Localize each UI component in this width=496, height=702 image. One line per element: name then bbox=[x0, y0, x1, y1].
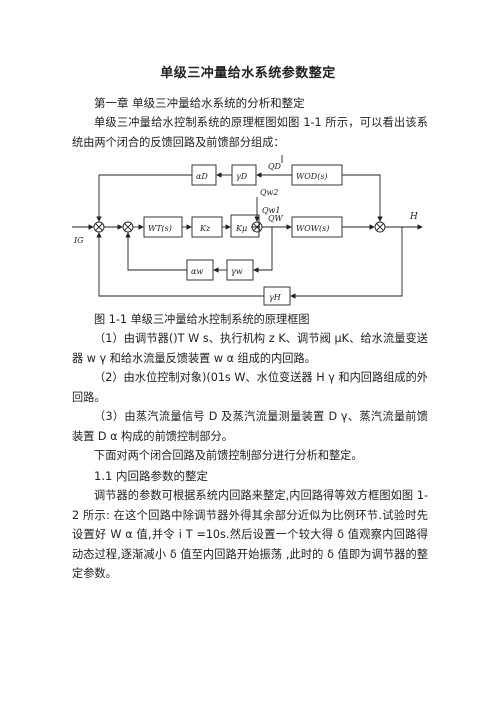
list-item-2: （2）由水位控制对象)(01s W、水位变送器 H γ 和内回路组成的外回路。 bbox=[72, 371, 428, 404]
signal-h: H bbox=[409, 212, 418, 222]
section-heading: 1.1 内回路参数的整定 bbox=[94, 469, 208, 483]
intro-paragraph: 单级三冲量给水控制系统的原理框图如图 1-1 所示，可以看出该系统由两个闭合的反… bbox=[72, 116, 428, 149]
label-alpha-d: αD bbox=[196, 172, 208, 181]
label-alpha-w: αw bbox=[191, 267, 203, 276]
list-item-3: （3）由蒸汽流量信号 D 及蒸汽流量测量装置 D γ、蒸汽流量前馈装置 D α … bbox=[72, 410, 428, 443]
section-body: 调节器的参数可根据系统内回路来整定,内回路得等效方框图如图 1-2 所示: 在这… bbox=[72, 489, 428, 580]
chapter-heading: 第一章 单级三冲量给水系统的分析和整定 bbox=[94, 96, 305, 110]
label-gamma-d: γD bbox=[236, 172, 248, 181]
label-k-mu: Kμ bbox=[235, 224, 247, 233]
label-q-d: QD bbox=[268, 162, 282, 171]
label-w-ow: WOW(s) bbox=[296, 224, 329, 233]
figure-caption: 图 1-1 单级三冲量给水控制系统的原理框图 bbox=[94, 313, 310, 326]
label-w-od: WOD(s) bbox=[296, 172, 328, 181]
signal-i-g: IG bbox=[73, 236, 84, 245]
label-k-z: Kz bbox=[199, 224, 211, 233]
block-k-mu bbox=[230, 214, 260, 238]
label-gamma-w: γw bbox=[231, 267, 243, 276]
signal-q-w: QW bbox=[268, 214, 284, 223]
signal-q-w2: Qw2 bbox=[260, 188, 279, 197]
block-diagram: αD γD QD WOD(s) WT(s) Kz Kμ WOW(s) αw γw… bbox=[72, 155, 423, 306]
signal-q-w1: Qw1 bbox=[262, 206, 281, 215]
label-gamma-h: γH bbox=[269, 293, 282, 302]
list-item-1: （1）由调节器()T W s、执行机构 z K、调节阀 μK、给水流量变送器 w… bbox=[72, 332, 428, 365]
label-w-t: WT(s) bbox=[148, 224, 172, 233]
document-title: 单级三冲量给水系统参数整定 bbox=[160, 66, 336, 81]
summary-paragraph: 下面对两个闭合回路及前馈控制部分进行分析和整定。 bbox=[94, 449, 363, 462]
